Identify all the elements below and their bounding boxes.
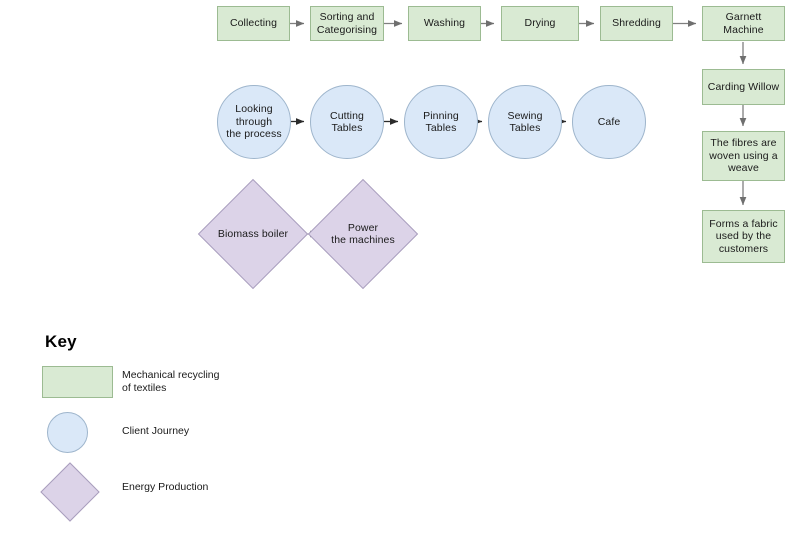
node-sewing-tables[interactable]: Sewing Tables [488,85,562,159]
node-shredding[interactable]: Shredding [600,6,673,41]
node-label: Pinning Tables [423,109,459,135]
node-label: Drying [524,17,556,30]
node-looking-through-the-process[interactable]: Looking through the process [217,85,291,159]
node-biomass-boiler[interactable]: Biomass boiler [197,178,309,290]
node-pinning-tables[interactable]: Pinning Tables [404,85,478,159]
node-collecting[interactable]: Collecting [217,6,290,41]
key-label-client-journey: Client Journey [122,425,190,437]
node-label: Looking through the process [226,103,282,141]
key-label-energy-production: Energy Production [122,481,209,493]
node-fibres-woven-using-a-weave[interactable]: The fibres are woven using a weave [702,131,785,181]
node-label: Collecting [229,17,278,30]
node-label: Cutting Tables [330,109,364,135]
node-label: The fibres are woven using a weave [709,137,778,175]
node-label: Forms a fabric used by the customers [709,217,778,255]
key-swatch-rectangle [42,366,113,398]
node-label: Carding Willow [707,80,780,93]
node-sorting-and-categorising[interactable]: Sorting and Categorising [310,6,384,41]
node-label: Sewing Tables [507,109,543,135]
key-label-mechanical-recycling: Mechanical recycling of textiles [122,369,220,394]
node-label: Power the machines [331,221,395,247]
node-power-the-machines[interactable]: Power the machines [307,178,419,290]
node-label: Cafe [597,115,621,128]
node-forms-a-fabric[interactable]: Forms a fabric used by the customers [702,210,785,263]
key-swatch-circle [47,412,88,453]
node-garnett-machine[interactable]: Garnett Machine [702,6,785,41]
node-label: Washing [423,17,466,30]
node-label: Shredding [612,17,661,30]
node-cafe[interactable]: Cafe [572,85,646,159]
key-swatch-diamond [40,462,100,522]
key-heading: Key [45,332,77,351]
node-drying[interactable]: Drying [501,6,579,41]
node-label: Biomass boiler [217,227,289,240]
node-label: Garnett Machine [723,11,764,36]
node-carding-willow[interactable]: Carding Willow [702,69,785,105]
node-label: Sorting and Categorising [316,11,378,36]
node-cutting-tables[interactable]: Cutting Tables [310,85,384,159]
node-washing[interactable]: Washing [408,6,481,41]
